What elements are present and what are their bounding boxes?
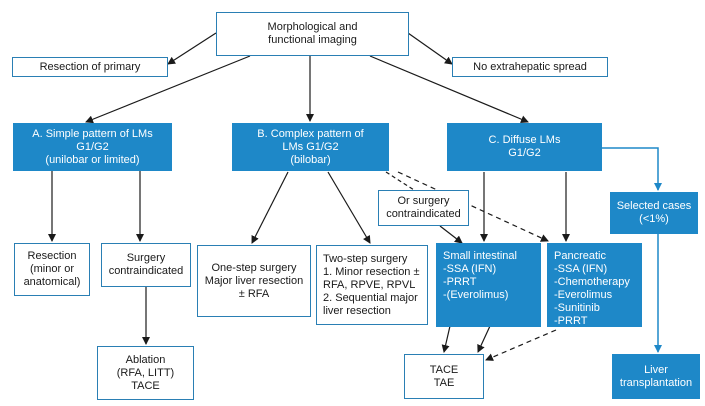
- dashed-complex-to-or-surgery: [385, 171, 415, 191]
- node-selected-cases: Selected cases (<1%): [610, 192, 698, 234]
- node-resection-primary: Resection of primary: [12, 57, 168, 77]
- arrow-top-to-no-extrahepatic: [407, 32, 453, 65]
- node-ablation: Ablation (RFA, LITT) TACE: [97, 346, 194, 400]
- node-one-step: One-step surgery Major liver resection ±…: [197, 245, 311, 317]
- arrow-top-to-simple: [85, 55, 251, 124]
- node-liver-transplantation: Liver transplantation: [612, 354, 700, 399]
- node-small-intestinal: Small intestinal -SSA (IFN) -PRRT -(Ever…: [436, 243, 541, 327]
- node-simple-pattern: A. Simple pattern of LMs G1/G2 (unilobar…: [13, 123, 172, 171]
- arrow-small-to-tace: [441, 325, 451, 353]
- arrow-or-surgery-to-small: [439, 225, 463, 244]
- arrow-small-to-tace-2: [477, 325, 491, 353]
- node-no-extrahepatic: No extrahepatic spread: [452, 57, 608, 77]
- node-imaging: Morphological and functional imaging: [216, 12, 409, 56]
- arrow-top-to-diffuse: [369, 55, 529, 123]
- dashed-pancreatic-to-tace: [485, 329, 557, 361]
- node-complex-pattern: B. Complex pattern of LMs G1/G2 (bilobar…: [232, 123, 389, 171]
- arrow-complex-to-one-step: [251, 171, 289, 244]
- dashed-complex-to-pancreatic: [397, 171, 549, 242]
- node-tace-tae: TACE TAE: [404, 354, 484, 399]
- node-two-step: Two-step surgery 1. Minor resection ± RF…: [316, 245, 428, 325]
- arrow-diffuse-to-selected: [602, 147, 662, 191]
- arrow-top-to-resection-primary: [167, 32, 217, 65]
- node-diffuse: C. Diffuse LMs G1/G2: [447, 123, 602, 171]
- node-or-surgery: Or surgery contraindicated: [378, 190, 469, 226]
- node-pancreatic: Pancreatic -SSA (IFN) -Chemotherapy -Eve…: [547, 243, 642, 327]
- node-resection-minor: Resection (minor or anatomical): [14, 243, 90, 296]
- arrow-complex-to-two-step: [327, 171, 371, 244]
- node-surgery-contraindicated: Surgery contraindicated: [101, 243, 191, 287]
